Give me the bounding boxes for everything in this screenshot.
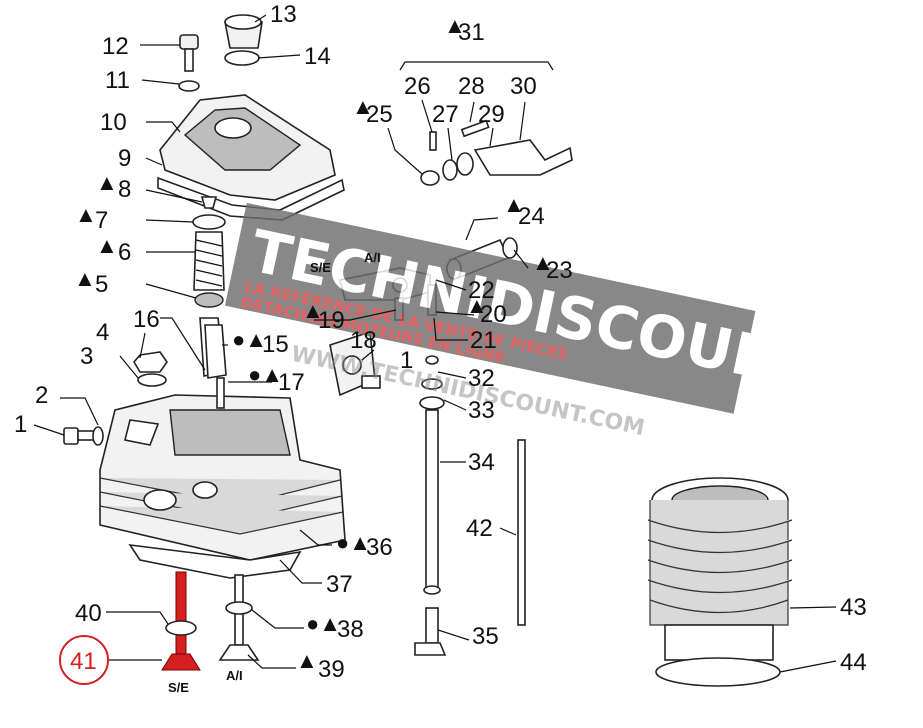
- callout-14: 14: [304, 43, 331, 70]
- part-12-bolt: [179, 34, 199, 72]
- callout-7-mark: ▲: [75, 202, 97, 227]
- callout-15: 15: [262, 331, 289, 358]
- callout-32: 32: [468, 365, 495, 392]
- valve-label-ai-top: A/I: [364, 250, 381, 265]
- governor-shaft-group: [420, 119, 573, 186]
- callout-19-mark: ▲: [302, 298, 324, 323]
- callout-41: 41: [70, 648, 97, 675]
- callout-16: 16: [133, 306, 160, 333]
- callout-21: 21: [470, 327, 497, 354]
- callout-25: 25: [366, 101, 393, 128]
- callout-13: 13: [270, 1, 297, 28]
- callout-18: 18: [350, 327, 377, 354]
- cylinder-head: [99, 394, 346, 561]
- part-34-push-rod: [419, 355, 445, 595]
- callout-5: 5: [95, 271, 108, 298]
- callout-10: 10: [100, 109, 127, 136]
- part-41-highlight-circle: [59, 635, 109, 685]
- part-42-stud: [517, 439, 526, 626]
- callout-24-mark: ▲: [503, 192, 525, 217]
- callout-31: 31: [458, 19, 485, 46]
- part-1-bolt: [63, 426, 104, 446]
- valve-label-se-top: S/E: [310, 260, 331, 275]
- callout-11: 11: [105, 67, 130, 94]
- part-3-washer: [137, 373, 167, 387]
- watermark: TECHNIDISCOUNT LA RÉFÉRENCE DE LA VENTE …: [224, 202, 826, 441]
- part-39-intake-valve: [218, 574, 260, 661]
- part-11-washer: [178, 80, 200, 92]
- part-35-tappet: [414, 607, 447, 656]
- callout-44: 44: [840, 649, 867, 676]
- part-16-valve-guide: [204, 324, 227, 379]
- callout-22: 22: [468, 277, 495, 304]
- valve-label-ai-bottom: A/I: [226, 668, 243, 683]
- callout-1: 1: [14, 411, 27, 438]
- part-10-rocker-cover: [157, 94, 345, 221]
- callout-6-mark: ▲: [96, 233, 118, 258]
- callout-15-mark: ●▲: [232, 327, 267, 352]
- callout-19: 19: [318, 307, 345, 334]
- callout-1b: 1: [400, 347, 413, 374]
- callout-12: 12: [102, 33, 129, 60]
- part-38-valve-washer: [225, 601, 253, 615]
- callout-3: 3: [80, 343, 93, 370]
- callout-38-mark: ●▲: [306, 611, 341, 636]
- callout-39: 39: [318, 656, 345, 683]
- callout-28: 28: [458, 73, 485, 100]
- callout-31-mark: ▲: [444, 13, 466, 38]
- part-44-cylinder-gasket: [655, 657, 781, 687]
- callout-8: 8: [118, 176, 131, 203]
- callout-9: 9: [118, 145, 131, 172]
- callout-27: 27: [432, 101, 459, 128]
- part-13-gear: [224, 14, 263, 66]
- callout-36-mark: ●▲: [336, 530, 371, 555]
- callout-38: 38: [337, 616, 364, 643]
- part-41-exhaust-valve: [161, 571, 201, 671]
- leader-lines: [33, 14, 837, 685]
- valve-label-se-bottom: S/E: [168, 680, 189, 695]
- callout-6: 6: [118, 239, 131, 266]
- callout-7: 7: [95, 207, 108, 234]
- callout-24: 24: [518, 203, 545, 230]
- part-17-stud: [216, 377, 225, 409]
- callout-2: 2: [35, 382, 48, 409]
- callout-26: 26: [404, 73, 431, 100]
- callout-5-mark: ▲: [74, 266, 96, 291]
- callout-17-mark: ●▲: [248, 362, 283, 387]
- callout-17: 17: [278, 369, 305, 396]
- callout-8-mark: ▲: [96, 170, 118, 195]
- callout-42: 42: [466, 515, 493, 542]
- callout-4: 4: [96, 319, 109, 346]
- part-4-nut: [133, 351, 168, 373]
- callout-39-mark: ▲: [296, 648, 318, 673]
- callout-25-mark: ▲: [352, 94, 374, 119]
- callout-36: 36: [366, 534, 393, 561]
- callout-29: 29: [478, 101, 505, 128]
- callout-34: 34: [468, 449, 495, 476]
- callout-30: 30: [510, 73, 537, 100]
- callout-35: 35: [472, 623, 499, 650]
- callout-23: 23: [546, 257, 573, 284]
- callout-23-mark: ▲: [532, 250, 554, 275]
- callout-33: 33: [468, 397, 495, 424]
- part-40-valve-washer: [165, 620, 197, 636]
- callout-labels: 13 14 12 11 10 9 ▲ 8 ▲ 7 ▲ 6 ▲ 5 16 4 ●▲…: [14, 1, 867, 695]
- callout-40: 40: [75, 600, 102, 627]
- callout-43: 43: [840, 594, 867, 621]
- callout-20-mark: ▲: [466, 293, 488, 318]
- callout-20: 20: [480, 301, 507, 328]
- part-43-cylinder: [647, 477, 793, 661]
- callout-37: 37: [326, 571, 353, 598]
